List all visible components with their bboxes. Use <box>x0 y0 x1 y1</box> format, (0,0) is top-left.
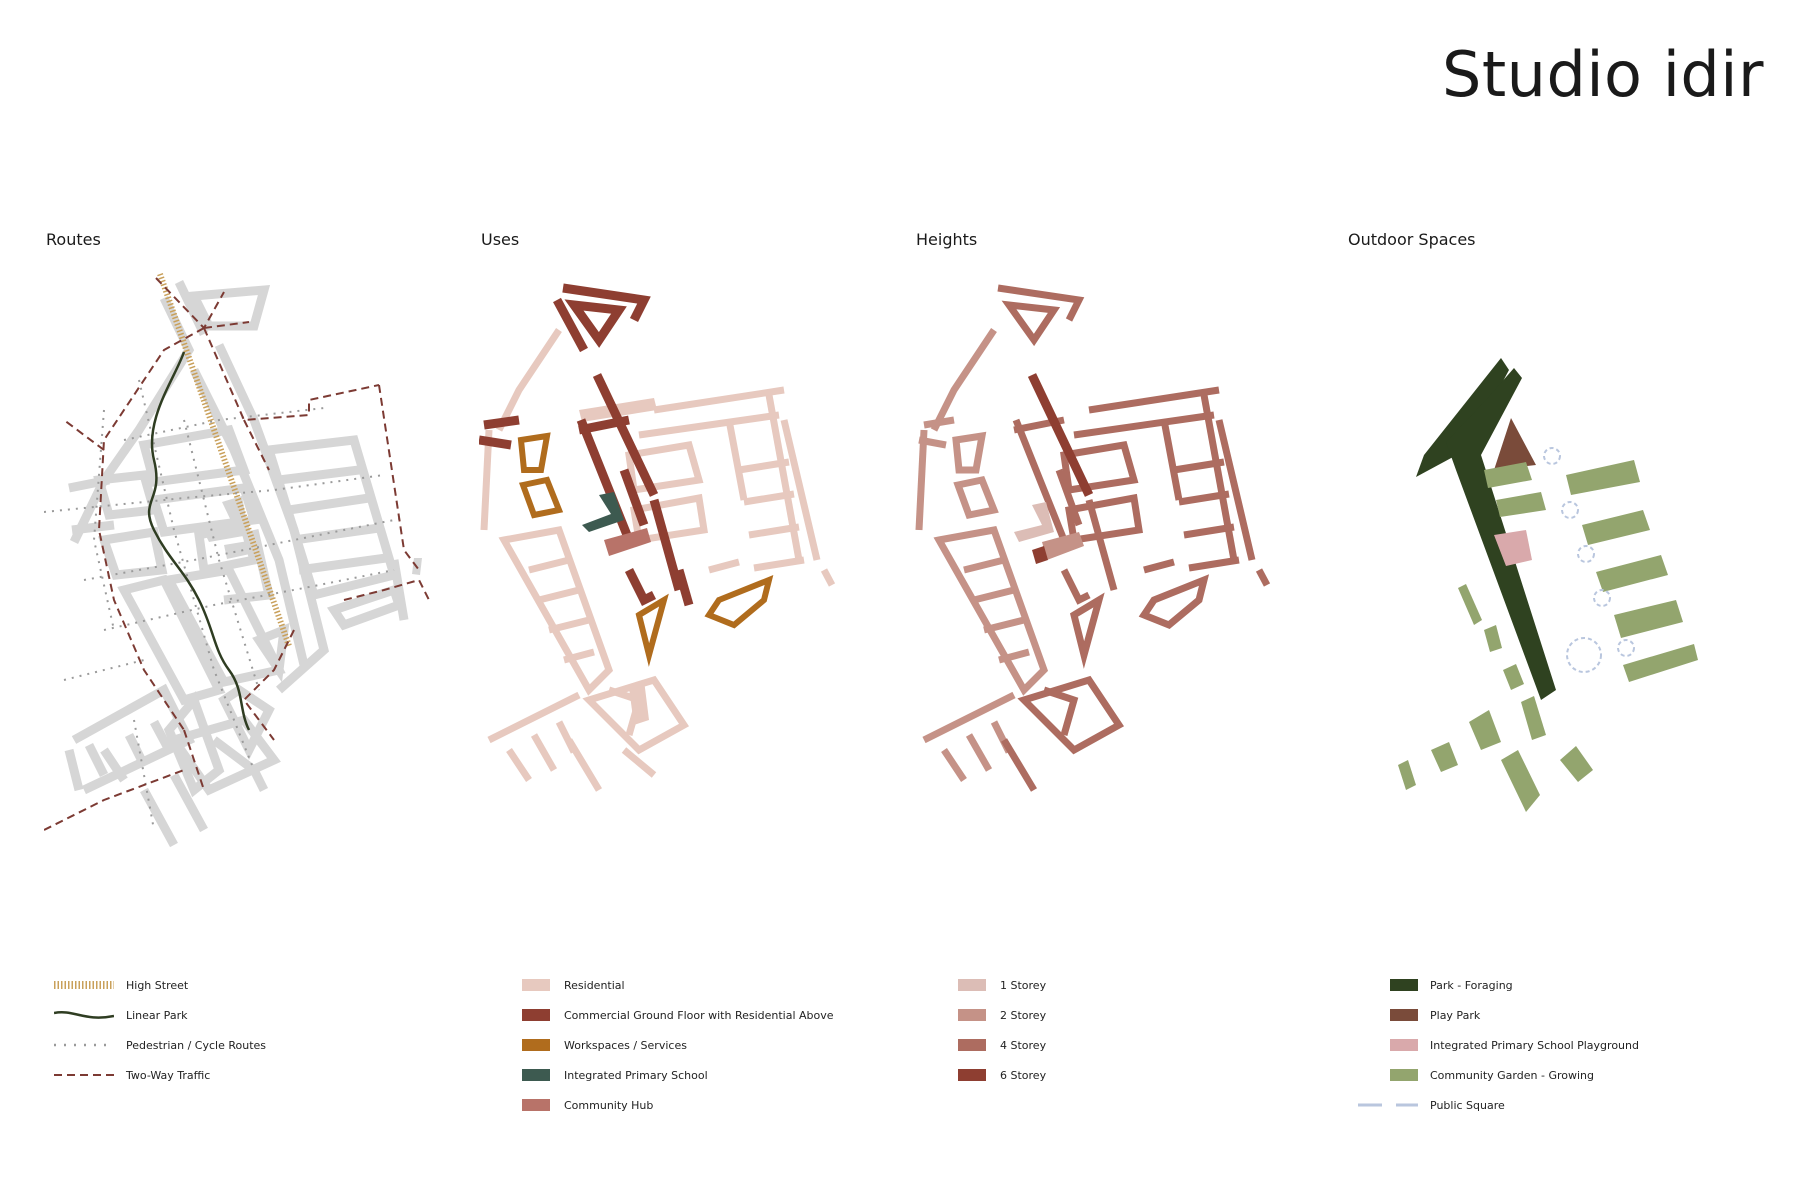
legend-item-hub: Community Hub <box>522 1090 834 1120</box>
legend-label: Pedestrian / Cycle Routes <box>126 1038 267 1052</box>
routes-map <box>44 270 474 930</box>
legend-label: Residential <box>564 978 625 992</box>
legend-label: Community Hub <box>564 1098 654 1112</box>
school-block <box>582 492 624 532</box>
linear-park-line <box>147 351 251 731</box>
playground-area <box>1494 530 1532 566</box>
legend-item-residential: Residential <box>522 970 834 1000</box>
legend-label: 2 Storey <box>1000 1008 1047 1022</box>
residential-blocks <box>480 328 836 792</box>
hub-block <box>604 528 651 556</box>
traffic-routes <box>44 277 430 831</box>
panel-title-uses: Uses <box>481 230 520 249</box>
pedestrian-routes <box>44 379 405 831</box>
heights-legend: 1 Storey 2 Storey 4 Storey 6 Storey <box>958 970 1046 1090</box>
heights-map-svg <box>915 284 1271 792</box>
legend-label: Linear Park <box>126 1008 188 1022</box>
legend-label: 4 Storey <box>1000 1038 1047 1052</box>
swatch-icon <box>1390 1009 1418 1021</box>
uses-legend: Residential Commercial Ground Floor with… <box>522 970 834 1120</box>
routes-legend: High Street Linear Park Pedestrian / Cyc… <box>54 970 266 1090</box>
legend-label: Integrated Primary School Playground <box>1430 1038 1639 1052</box>
legend-label: Park - Foraging <box>1430 978 1513 992</box>
legend-label: 6 Storey <box>1000 1068 1047 1082</box>
swatch-icon <box>1390 979 1418 991</box>
two-storey-fill <box>1042 532 1084 560</box>
legend-item-school: Integrated Primary School <box>522 1060 834 1090</box>
outdoor-legend: Park - Foraging Play Park Integrated Pri… <box>1358 970 1639 1120</box>
swatch-icon <box>522 1099 550 1111</box>
legend-item-traffic: Two-Way Traffic <box>54 1060 266 1090</box>
legend-item-linear-park: Linear Park <box>54 1000 266 1030</box>
two-storey-blocks <box>915 328 1049 782</box>
legend-item-community-garden: Community Garden - Growing <box>1358 1060 1639 1090</box>
swatch-icon <box>522 979 550 991</box>
swatch-icon <box>522 1009 550 1021</box>
legend-item-commercial: Commercial Ground Floor with Residential… <box>522 1000 834 1030</box>
workspace-blocks <box>517 432 774 667</box>
high-street-line <box>157 273 292 647</box>
outdoor-map <box>1346 270 1776 930</box>
legend-label: 1 Storey <box>1000 978 1047 992</box>
dash-pair-icon <box>1358 1098 1418 1112</box>
legend-label: Workspaces / Services <box>564 1038 687 1052</box>
four-storey-blocks <box>997 284 1271 792</box>
swatch-icon <box>1390 1069 1418 1081</box>
panel-title-outdoor: Outdoor Spaces <box>1348 230 1476 249</box>
commercial-blocks <box>479 283 694 607</box>
wavy-line-icon <box>54 1008 114 1022</box>
swatch-icon <box>958 1039 986 1051</box>
swatch-icon <box>522 1069 550 1081</box>
legend-item-6-storey: 6 Storey <box>958 1060 1046 1090</box>
six-storey-fill <box>1032 546 1048 564</box>
legend-label: Play Park <box>1430 1008 1481 1022</box>
legend-item-public-square: Public Square <box>1358 1090 1639 1120</box>
dotted-line-icon <box>54 1038 114 1052</box>
routes-map-svg <box>44 273 430 848</box>
legend-item-2-storey: 2 Storey <box>958 1000 1046 1030</box>
one-storey-blocks <box>1014 502 1054 542</box>
six-storey-blocks <box>1027 373 1094 497</box>
panel-title-heights: Heights <box>916 230 978 249</box>
swatch-icon <box>522 1039 550 1051</box>
swatch-icon <box>958 1009 986 1021</box>
brand-title: Studio idir <box>1442 38 1764 111</box>
legend-label: Two-Way Traffic <box>126 1068 211 1082</box>
legend-label: Commercial Ground Floor with Residential… <box>564 1008 834 1022</box>
hatch-line-icon <box>54 978 114 992</box>
legend-item-playground: Integrated Primary School Playground <box>1358 1030 1639 1060</box>
legend-item-1-storey: 1 Storey <box>958 970 1046 1000</box>
play-park-area <box>1494 418 1536 470</box>
legend-item-high-street: High Street <box>54 970 266 1000</box>
legend-label: High Street <box>126 978 189 992</box>
panel-title-routes: Routes <box>46 230 101 249</box>
legend-item-park-foraging: Park - Foraging <box>1358 970 1639 1000</box>
street-blocks <box>64 280 409 848</box>
heights-map <box>914 270 1344 930</box>
legend-item-workspaces: Workspaces / Services <box>522 1030 834 1060</box>
legend-label: Community Garden - Growing <box>1430 1068 1594 1082</box>
swatch-icon <box>958 979 986 991</box>
community-garden-areas <box>1398 460 1698 812</box>
public-square-areas <box>1543 447 1635 673</box>
legend-label: Public Square <box>1430 1098 1505 1112</box>
uses-map-svg <box>479 283 836 792</box>
uses-map <box>479 270 909 930</box>
legend-item-4-storey: 4 Storey <box>958 1030 1046 1060</box>
swatch-icon <box>958 1069 986 1081</box>
park-foraging-areas <box>1416 358 1556 700</box>
outdoor-map-svg <box>1398 358 1698 812</box>
dashed-line-icon <box>54 1068 114 1082</box>
legend-item-play-park: Play Park <box>1358 1000 1639 1030</box>
swatch-icon <box>1390 1039 1418 1051</box>
legend-label: Integrated Primary School <box>564 1068 708 1082</box>
legend-item-pedestrian: Pedestrian / Cycle Routes <box>54 1030 266 1060</box>
